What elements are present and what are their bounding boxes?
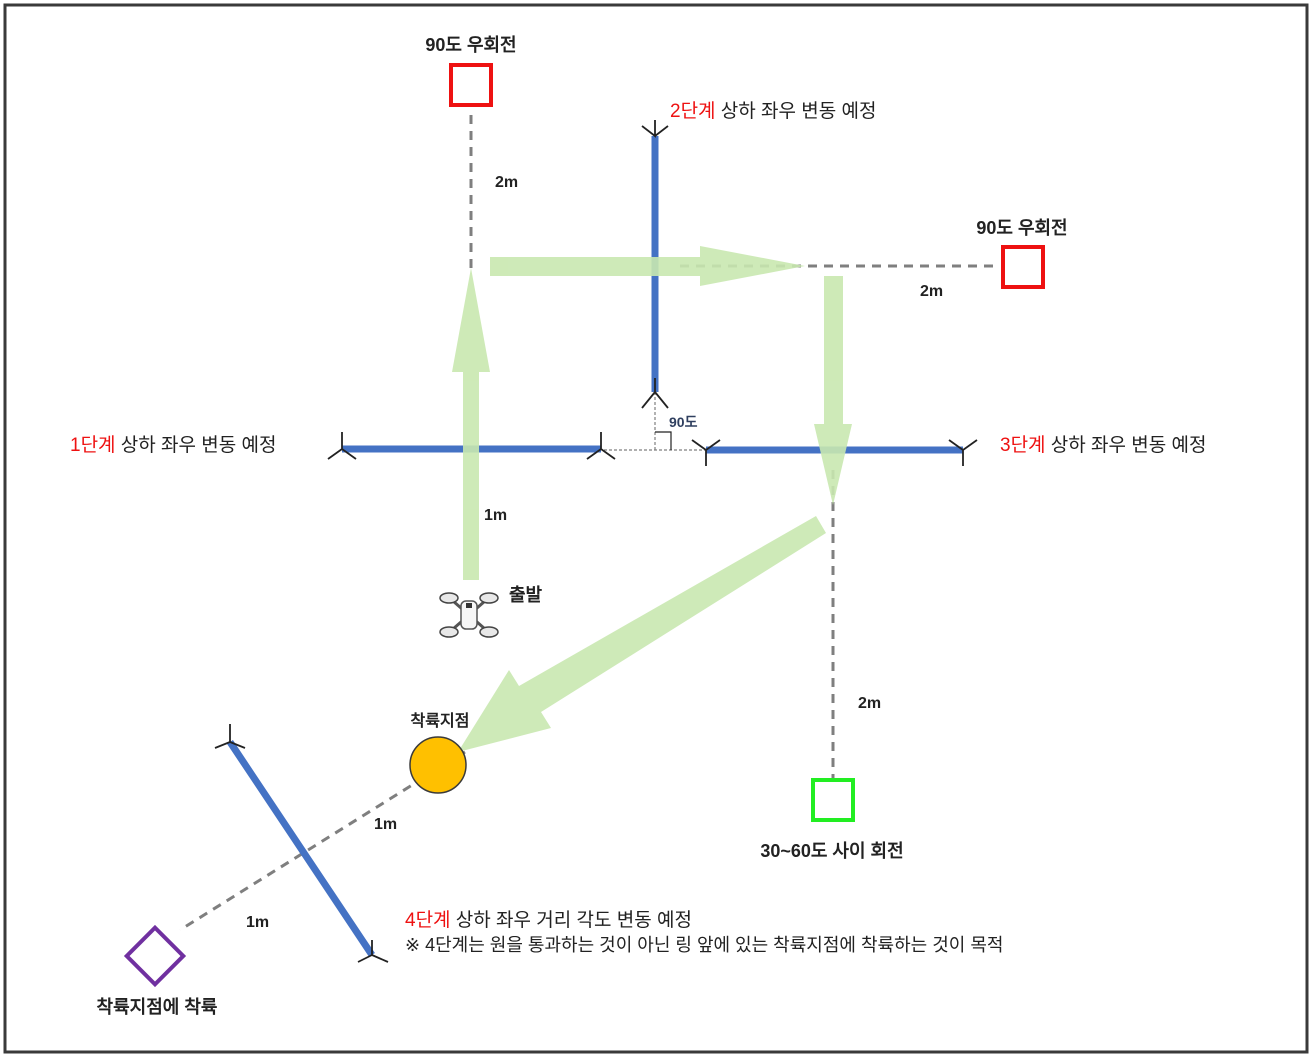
drone-icon (439, 592, 499, 638)
landing-square-purple (123, 924, 187, 988)
flight-arrows (452, 246, 852, 752)
arrow-diagonal (458, 516, 826, 752)
distance-right: 2m (920, 283, 943, 300)
tripod-stand-icon (327, 432, 357, 460)
label-turn-right-top: 90도 우회전 (425, 35, 516, 55)
right-angle-marker (655, 431, 672, 450)
label-stage1: 1단계 상하 좌우 변동 예정 (70, 434, 277, 456)
label-stage3: 3단계 상하 좌우 변동 예정 (1000, 434, 1207, 456)
turn-square-right (1001, 245, 1045, 289)
stage1-text: 상하 좌우 변동 예정 (116, 434, 277, 456)
arrow-up (452, 268, 490, 580)
diagram-frame (3, 3, 1309, 1054)
tripod-stand-icon (586, 432, 616, 460)
stage3-text: 상하 좌우 변동 예정 (1046, 434, 1207, 456)
label-angle-90: 90도 (669, 414, 698, 430)
label-stage4: 4단계 상하 좌우 거리 각도 변동 예정 (405, 909, 692, 931)
turn-square-top (449, 63, 493, 107)
label-landing-point: 착륙지점 (411, 711, 470, 730)
label-rotate-30-60: 30~60도 사이 회전 (760, 841, 903, 861)
label-start: 출발 (509, 585, 543, 605)
distance-top: 2m (495, 174, 518, 191)
tripod-stands (214, 120, 978, 963)
label-land-on-point: 착륙지점에 착륙 (97, 997, 218, 1017)
tripod-stand-icon (691, 439, 721, 466)
rotate-square-green (811, 778, 855, 822)
tripod-stand-icon (357, 940, 389, 963)
stage4-number: 4단계 (405, 909, 451, 931)
landing-point-circle (409, 736, 467, 794)
distance-start: 1m (484, 507, 507, 524)
ring-stage4 (227, 740, 375, 957)
distance-circle: 1m (374, 816, 397, 833)
distance-purple: 1m (246, 914, 269, 931)
arrow-right (490, 246, 805, 286)
label-turn-right-mid: 90도 우회전 (976, 218, 1067, 238)
stage3-number: 3단계 (1000, 434, 1046, 456)
tripod-stand-icon (948, 439, 978, 466)
distance-down: 2m (858, 695, 881, 712)
stage4-text: 상하 좌우 거리 각도 변동 예정 (451, 909, 692, 931)
tripod-stand-icon (641, 120, 669, 138)
label-stage2: 2단계 상하 좌우 변동 예정 (670, 100, 877, 122)
stage2-number: 2단계 (670, 100, 716, 122)
stage2-text: 상하 좌우 변동 예정 (716, 100, 877, 122)
stage1-number: 1단계 (70, 434, 116, 456)
tripod-stand-icon (641, 378, 669, 409)
dashed-guides (179, 115, 998, 932)
tripod-stand-icon (214, 724, 246, 749)
stage4-note: ※ 4단계는 원을 통과하는 것이 아닌 링 앞에 있는 착륙지점에 착륙하는 … (405, 935, 1003, 955)
arrow-down (814, 276, 852, 505)
